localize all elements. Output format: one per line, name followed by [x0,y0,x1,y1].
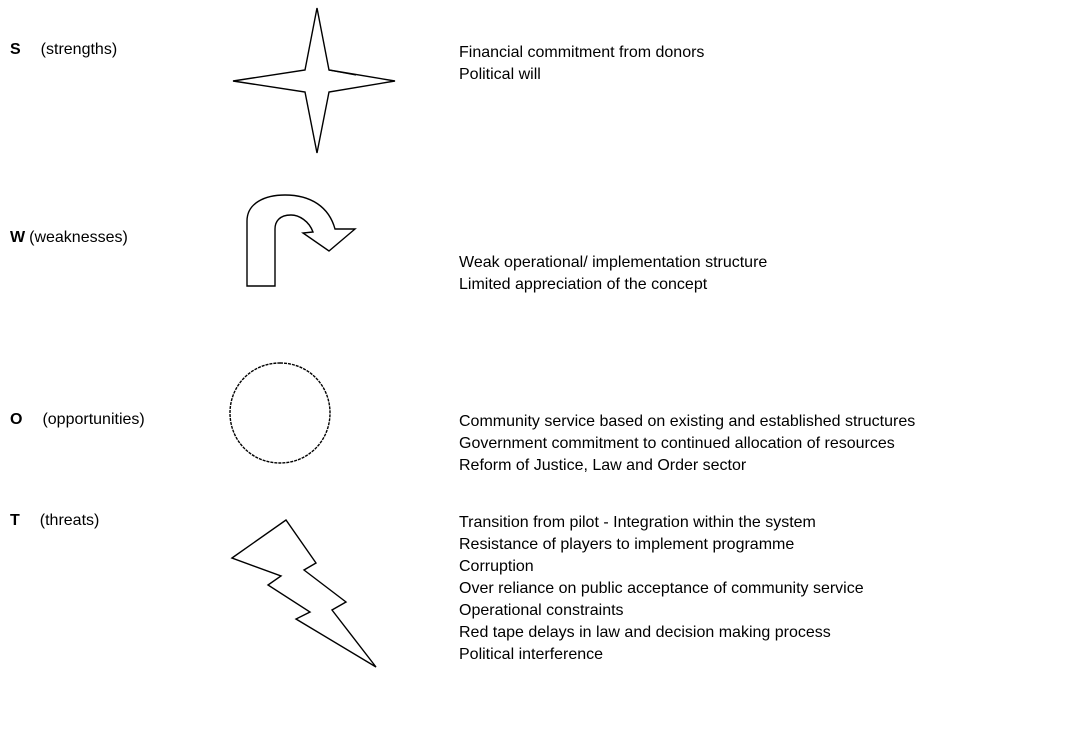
threats-letter: T [10,512,20,529]
strengths-label-text: (strengths) [40,41,118,58]
list-item: Reform of Justice, Law and Order sector [459,457,747,474]
strengths-label: S (strengths) [10,41,117,59]
threats-label-text: (threats) [39,512,100,529]
circle-icon [228,361,332,465]
weaknesses-label-text: (weaknesses) [29,229,128,246]
opportunities-label-text: (opportunities) [42,411,145,428]
lightning-bolt-icon [228,518,380,670]
opportunities-letter: O [10,411,23,428]
list-item: Red tape delays in law and decision maki… [459,624,831,641]
weaknesses-letter: W [10,229,26,246]
list-item: Political will [459,66,541,83]
list-item: Limited appreciation of the concept [459,276,708,293]
list-item: Transition from pilot - Integration with… [459,514,816,531]
opportunities-list: Community service based on existing and … [459,411,915,477]
weaknesses-label: W(weaknesses) [10,229,128,247]
list-item: Corruption [459,558,534,575]
list-item: Political interference [459,646,604,663]
list-item: Over reliance on public acceptance of co… [459,580,864,597]
threats-label: T (threats) [10,512,99,530]
strengths-list: Financial commitment from donors Politic… [459,42,704,86]
list-item: Financial commitment from donors [459,44,705,61]
u-turn-arrow-icon [243,193,359,289]
list-item: Community service based on existing and … [459,413,916,430]
weaknesses-list: Weak operational/ implementation structu… [459,252,767,296]
list-item: Operational constraints [459,602,624,619]
list-item: Weak operational/ implementation structu… [459,254,768,271]
opportunities-label: O (opportunities) [10,411,145,429]
list-item: Resistance of players to implement progr… [459,536,795,553]
threats-list: Transition from pilot - Integration with… [459,512,864,666]
strengths-letter: S [10,41,21,58]
four-point-star-icon [230,6,396,156]
list-item: Government commitment to continued alloc… [459,435,895,452]
